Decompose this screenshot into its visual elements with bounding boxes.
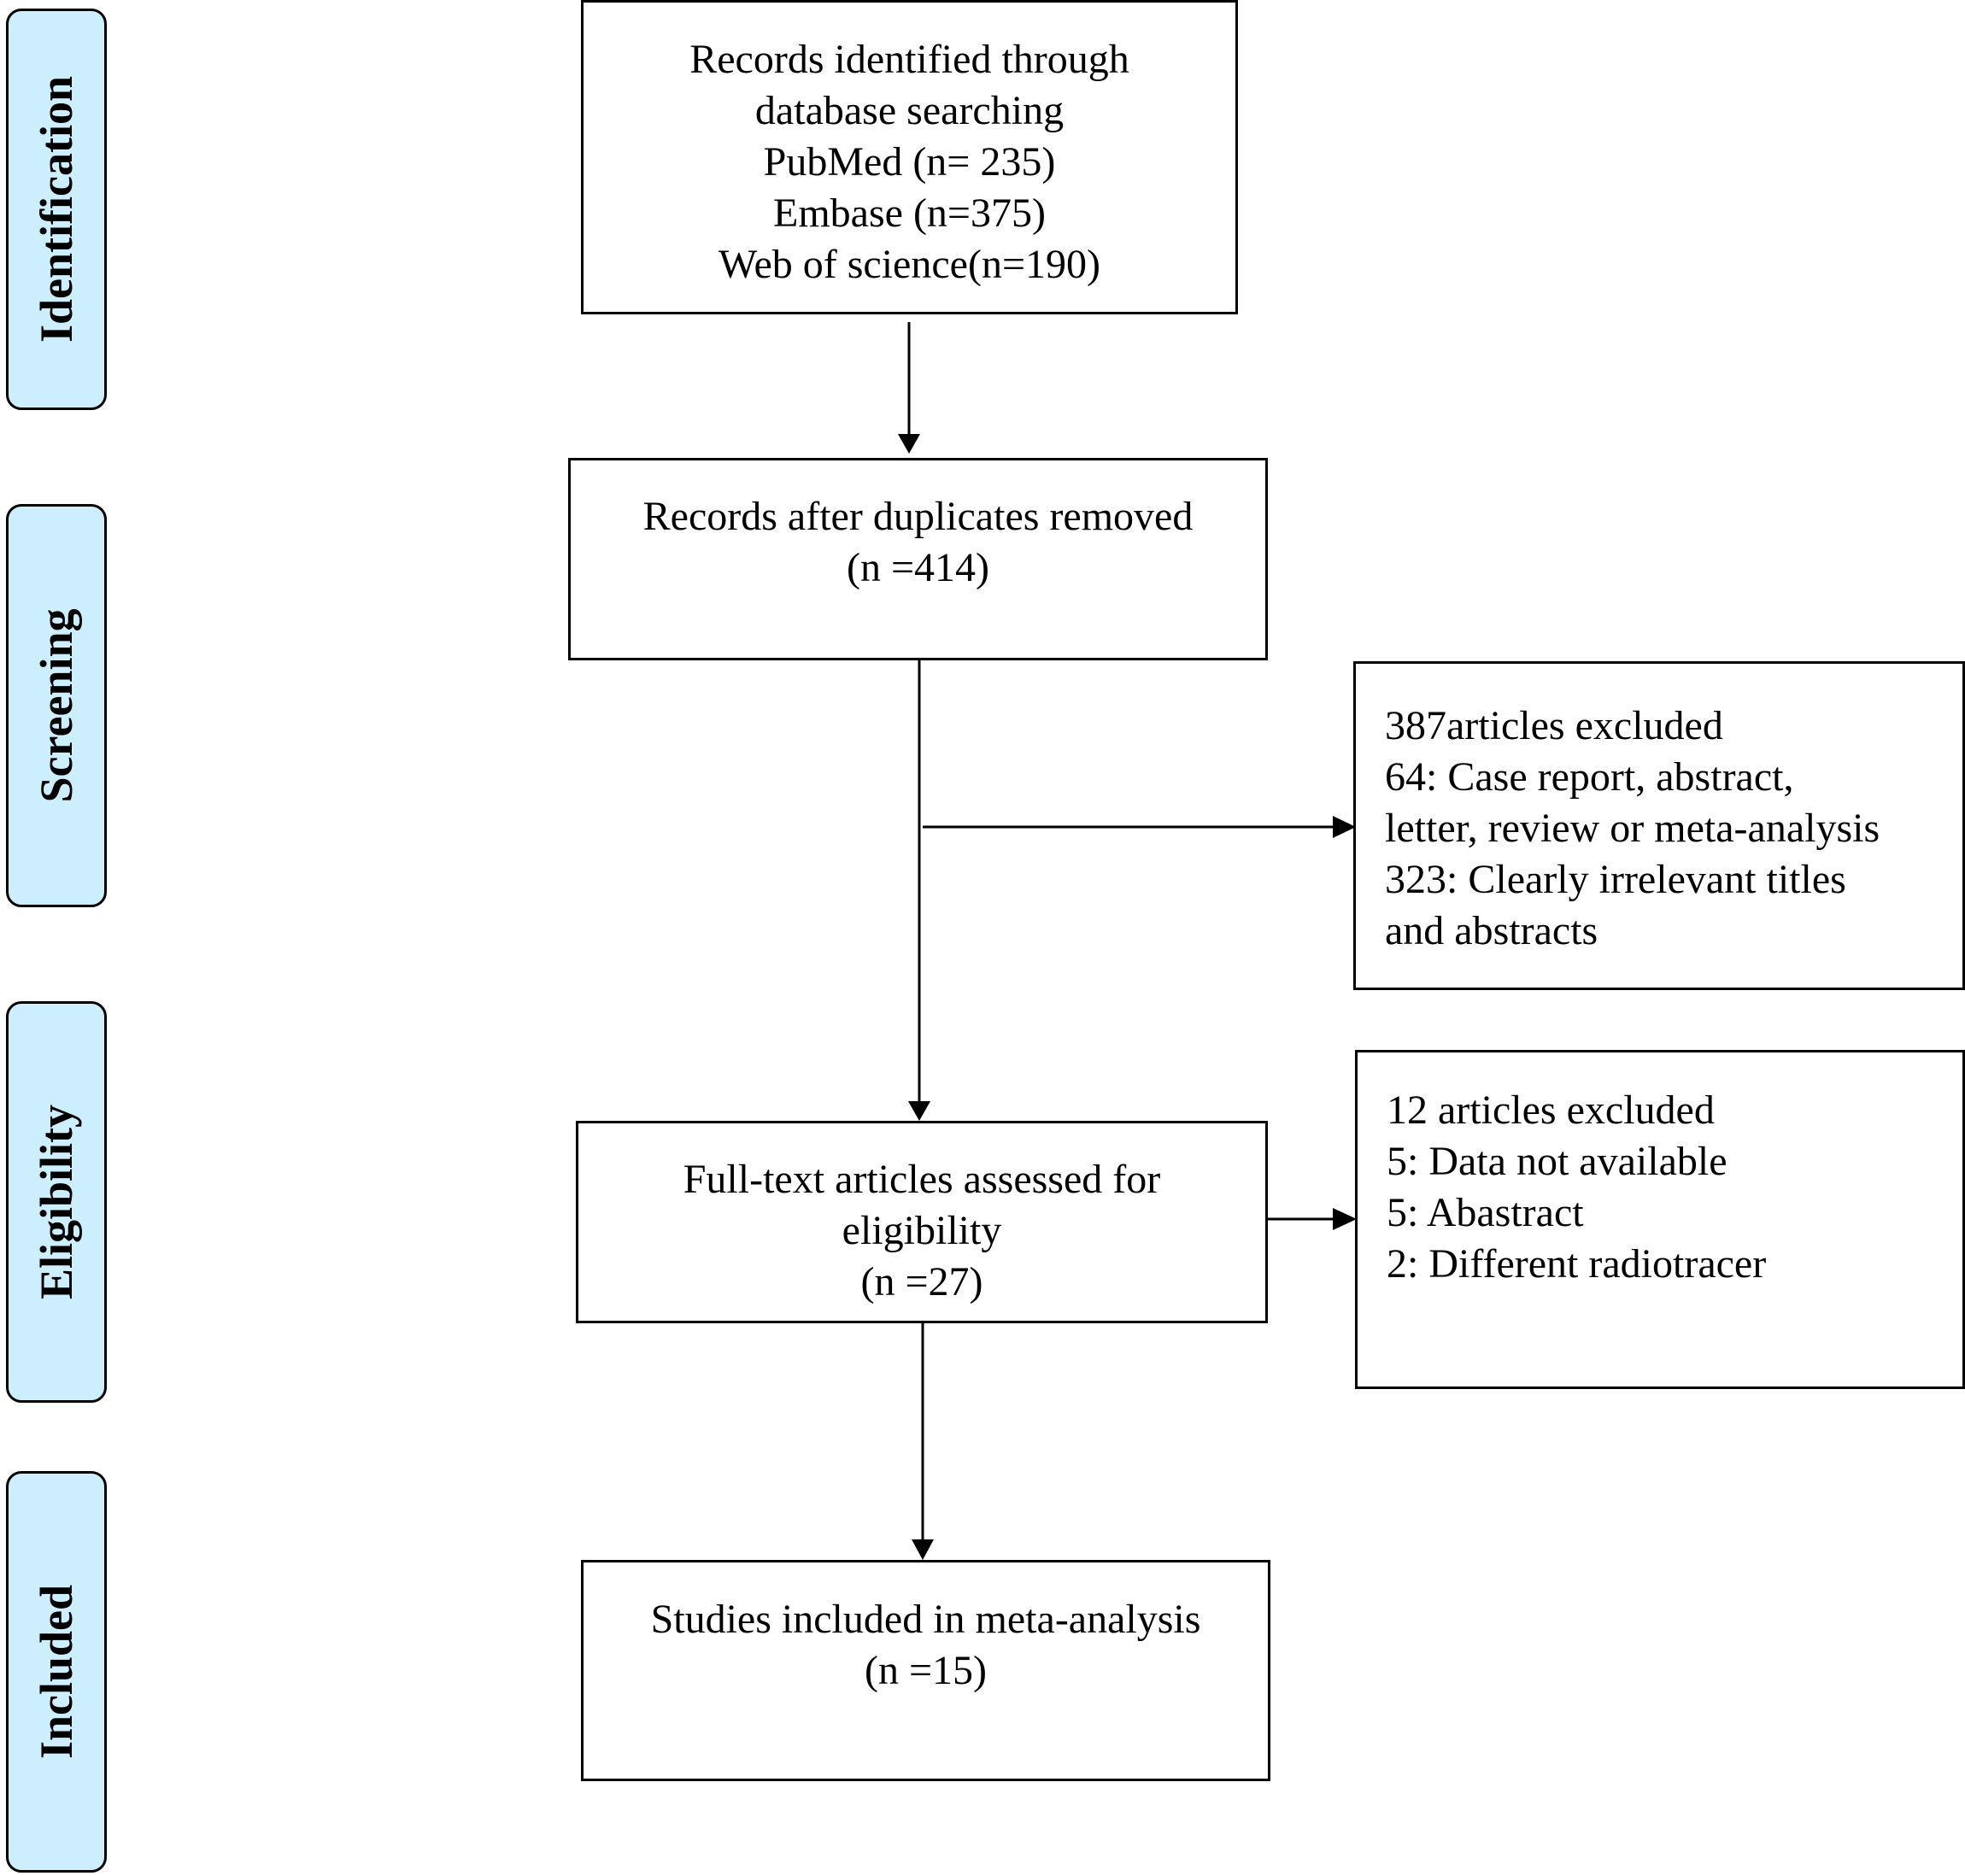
box-eligibility-excluded: 12 articles excluded 5: Data not availab…: [1355, 1050, 1965, 1389]
box-identified-line-4: Embase (n=375): [773, 191, 1046, 236]
box-duplicates-removed: Records after duplicates removed (n =414…: [568, 458, 1268, 660]
arrowhead-down-2: [908, 1101, 930, 1121]
arrowhead-down-3: [912, 1539, 934, 1560]
box-identified-line-3: PubMed (n= 235): [763, 139, 1056, 185]
box-eligibility-excluded-line-1: 12 articles excluded: [1387, 1087, 1715, 1133]
phase-identification: Identification: [6, 9, 107, 410]
box-studies-included: Studies included in meta-analysis (n =15…: [581, 1560, 1270, 1781]
arrowhead-right-2: [1333, 1208, 1357, 1230]
phase-screening: Screening: [6, 504, 107, 907]
phase-eligibility: Eligibility: [6, 1001, 107, 1403]
box-duplicates-line-1: Records after duplicates removed: [642, 494, 1194, 539]
box-screening-excluded-line-2: 64: Case report, abstract,: [1385, 754, 1794, 800]
phase-included: Included: [6, 1471, 107, 1873]
box-eligibility-excluded-line-2: 5: Data not available: [1387, 1139, 1727, 1184]
box-included-line-1: Studies included in meta-analysis: [650, 1597, 1201, 1642]
arrowhead-right-1: [1333, 816, 1356, 838]
box-duplicates-line-2: (n =414): [846, 545, 990, 590]
box-eligibility-excluded-line-4: 2: Different radiotracer: [1387, 1241, 1767, 1287]
box-records-identified: Records identified through database sear…: [581, 0, 1238, 314]
box-identified-line-5: Web of science(n=190): [718, 242, 1101, 287]
box-identified-line-1: Records identified through: [689, 37, 1129, 82]
box-full-text-line-3: (n =27): [860, 1259, 983, 1304]
box-screening-excluded-line-1: 387articles excluded: [1385, 703, 1723, 748]
box-full-text-line-2: eligibility: [842, 1208, 1002, 1253]
box-identified-line-2: database searching: [754, 88, 1065, 133]
box-full-text-line-1: Full-text articles assessed for: [683, 1157, 1161, 1202]
box-screening-excluded-line-4: 323: Clearly irrelevant titles: [1385, 857, 1846, 902]
box-screening-excluded: 387articles excluded 64: Case report, ab…: [1353, 661, 1965, 990]
box-screening-excluded-line-3: letter, review or meta-analysis: [1385, 806, 1880, 851]
box-screening-excluded-line-5: and abstracts: [1385, 908, 1598, 953]
box-eligibility-excluded-line-3: 5: Abastract: [1387, 1190, 1584, 1235]
box-included-line-2: (n =15): [864, 1648, 988, 1693]
box-full-text-assessed: Full-text articles assessed for eligibil…: [576, 1121, 1268, 1323]
arrowhead-down-1: [898, 434, 920, 454]
